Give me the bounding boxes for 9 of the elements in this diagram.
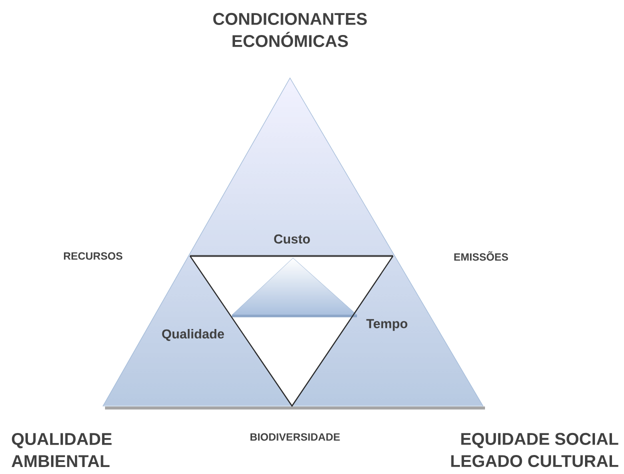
inner-label: Tempo (366, 319, 408, 331)
inner-label: Custo (274, 234, 310, 244)
corner-label: EMISSÕES (454, 251, 508, 261)
corner-label: BIODIVERSIDADE (250, 433, 340, 441)
heading: QUALIDADE AMBIENTAL (12, 433, 112, 467)
corner-label: RECURSOS (64, 252, 122, 260)
heading: EQUIDADE SOCIAL LEGADO CULTURAL (451, 432, 618, 468)
inner-label: Qualidade (162, 329, 224, 341)
heading: CONDICIONANTES ECONÓMICAS (213, 12, 367, 48)
